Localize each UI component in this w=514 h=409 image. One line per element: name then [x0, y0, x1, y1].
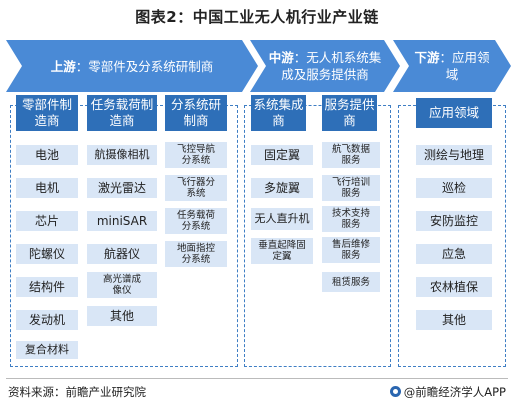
list-item: 多旋翼 [251, 178, 313, 198]
list-item: 结构件 [16, 277, 78, 297]
midstream-band-strong: 中游 [268, 50, 294, 65]
upstream-band-label: 上游：零部件及分系统研制商 [6, 40, 258, 92]
list-item: 无人直升机 [251, 208, 313, 230]
list-item: 飞行培训服务 [322, 175, 380, 201]
list-item: 激光雷达 [87, 178, 157, 198]
downstream-band: 下游：应用领域 [393, 40, 511, 92]
list-item: 农林植保 [416, 277, 492, 297]
list-item: 航器仪 [87, 244, 157, 264]
brand-logo-icon [389, 386, 401, 397]
list-item: 技术支持服务 [322, 206, 380, 232]
downstream-band-shape [393, 40, 511, 92]
upstream-band: 上游：零部件及分系统研制商 [6, 40, 258, 92]
downstream-band-label: 下游：应用领域 [409, 40, 495, 92]
footer-divider [6, 378, 508, 379]
downstream-col-header: 应用领域 [416, 98, 492, 128]
list-item: 固定翼 [251, 145, 313, 165]
list-item: 垂直起降固定翼 [251, 238, 313, 264]
list-item: 其他 [416, 310, 492, 330]
list-item: miniSAR [87, 211, 157, 231]
list-item: 复合材料 [16, 341, 78, 359]
brand-label: @前瞻经济学人APP [403, 385, 506, 399]
list-item: 芯片 [16, 211, 78, 231]
list-item: 地面指控分系统 [165, 241, 227, 267]
downstream-band-rest: ：应用领域 [439, 50, 490, 82]
list-item: 电池 [16, 145, 78, 165]
list-item: 发动机 [16, 310, 78, 330]
midstream-col-header: 系统集成商 [251, 95, 306, 131]
list-item: 租赁服务 [322, 272, 380, 292]
midstream-band-rest: ：无人机系统集成及服务提供商 [281, 50, 382, 82]
brand-credit: @前瞻经济学人APP [389, 384, 506, 400]
list-item: 电机 [16, 178, 78, 198]
upstream-col-header: 零部件制造商 [16, 95, 78, 131]
list-item: 任务载荷分系统 [165, 208, 227, 234]
list-item: 高光谱成像仪 [87, 272, 157, 298]
downstream-band-strong: 下游 [414, 50, 440, 65]
list-item: 其他 [87, 306, 157, 326]
upstream-band-strong: 上游 [50, 58, 76, 74]
upstream-col-header: 分系统研制商 [165, 95, 227, 131]
list-item: 航摄像相机 [87, 145, 157, 165]
list-item: 陀螺仪 [16, 244, 78, 264]
upstream-band-shape [6, 40, 258, 92]
midstream-band: 中游：无人机系统集成及服务提供商 [250, 40, 400, 92]
midstream-col-header: 服务提供商 [322, 95, 377, 131]
midstream-band-label: 中游：无人机系统集成及服务提供商 [266, 40, 384, 92]
list-item: 售后维修服务 [322, 237, 380, 263]
upstream-col-header: 任务载荷制造商 [87, 95, 157, 131]
list-item: 安防监控 [416, 211, 492, 231]
list-item: 航飞数据服务 [322, 142, 380, 168]
list-item: 飞控导航分系统 [165, 142, 227, 168]
chart-title: 图表2：中国工业无人机行业产业链 [135, 8, 379, 26]
upstream-band-rest: ：零部件及分系统研制商 [75, 58, 214, 74]
midstream-band-shape [250, 40, 400, 92]
list-item: 测绘与地理 [416, 145, 492, 165]
list-item: 巡检 [416, 178, 492, 198]
list-item: 飞行器分系统 [165, 175, 227, 201]
list-item: 应急 [416, 244, 492, 264]
source-note: 资料来源：前瞻产业研究院 [8, 385, 146, 399]
